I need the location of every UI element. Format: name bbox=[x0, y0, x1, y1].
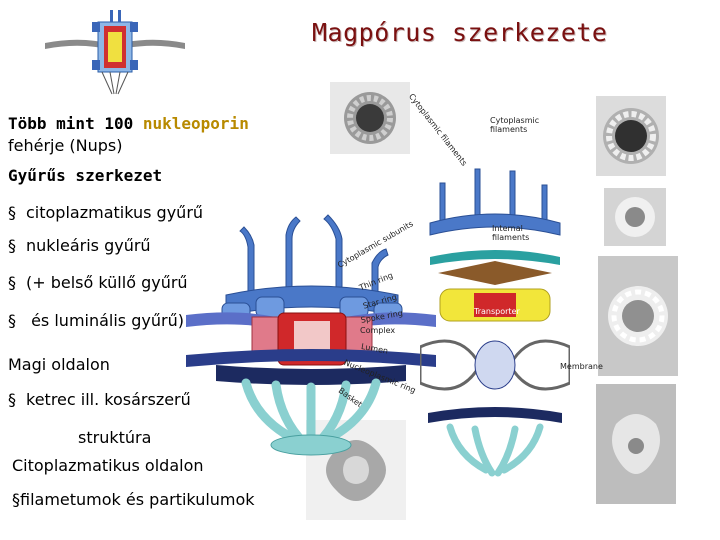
bullet-spoke-ring: (+ belső küllő gyűrű bbox=[8, 273, 188, 293]
micrograph-middle-right bbox=[604, 188, 666, 246]
slide-title: Magpórus szerkezete bbox=[312, 18, 608, 47]
bullet-cytoplasmic-ring: citoplazmatikus gyűrű bbox=[8, 203, 203, 223]
label-complex: Complex bbox=[360, 326, 396, 335]
micrograph-top-left bbox=[330, 82, 410, 154]
line1-prefix: Több mint 100 bbox=[8, 114, 143, 133]
bullet-nuclear-ring: nukleáris gyűrű bbox=[8, 236, 151, 256]
nucleoporin-word: nukleoporin bbox=[142, 114, 249, 133]
micrograph-bottom-left bbox=[306, 420, 406, 520]
label-cytoplasmic-filaments: Cytoplasmic filaments bbox=[490, 116, 540, 134]
label-internal-filaments: Internal filaments bbox=[492, 224, 530, 242]
micrograph-top-right bbox=[596, 96, 666, 176]
exploded-view-diagram bbox=[420, 168, 570, 477]
nuclear-side-heading: Magi oldalon bbox=[8, 355, 110, 374]
cytoplasmic-side-heading: Citoplazmatikus oldalon bbox=[12, 456, 204, 475]
bullet-basket: ketrec ill. kosárszerű bbox=[8, 390, 191, 410]
micrograph-bottom-right bbox=[596, 384, 676, 504]
micrograph-right-large bbox=[598, 256, 678, 376]
nuclear-pore-icon bbox=[45, 10, 185, 95]
label-membrane: Membrane bbox=[560, 362, 603, 371]
nuclear-pore-diagram bbox=[186, 214, 436, 456]
bullet-filaments: §filametumok és partikulumok bbox=[12, 490, 255, 509]
protein-line: fehérje (Nups) bbox=[8, 136, 123, 155]
label-cytoplasmic-filaments-rotated: Cytoplasmic filaments bbox=[406, 92, 469, 168]
nucleoporin-line: Több mint 100 nukleoporin bbox=[8, 114, 249, 134]
label-transporter: Transporter bbox=[474, 307, 520, 316]
bullet-luminal-ring: és luminális gyűrű) bbox=[8, 311, 184, 331]
filaments-text: filametumok és partikulumok bbox=[20, 490, 255, 509]
ring-structure-heading: Gyűrűs szerkezet bbox=[8, 166, 163, 185]
structure-word: struktúra bbox=[78, 428, 152, 447]
